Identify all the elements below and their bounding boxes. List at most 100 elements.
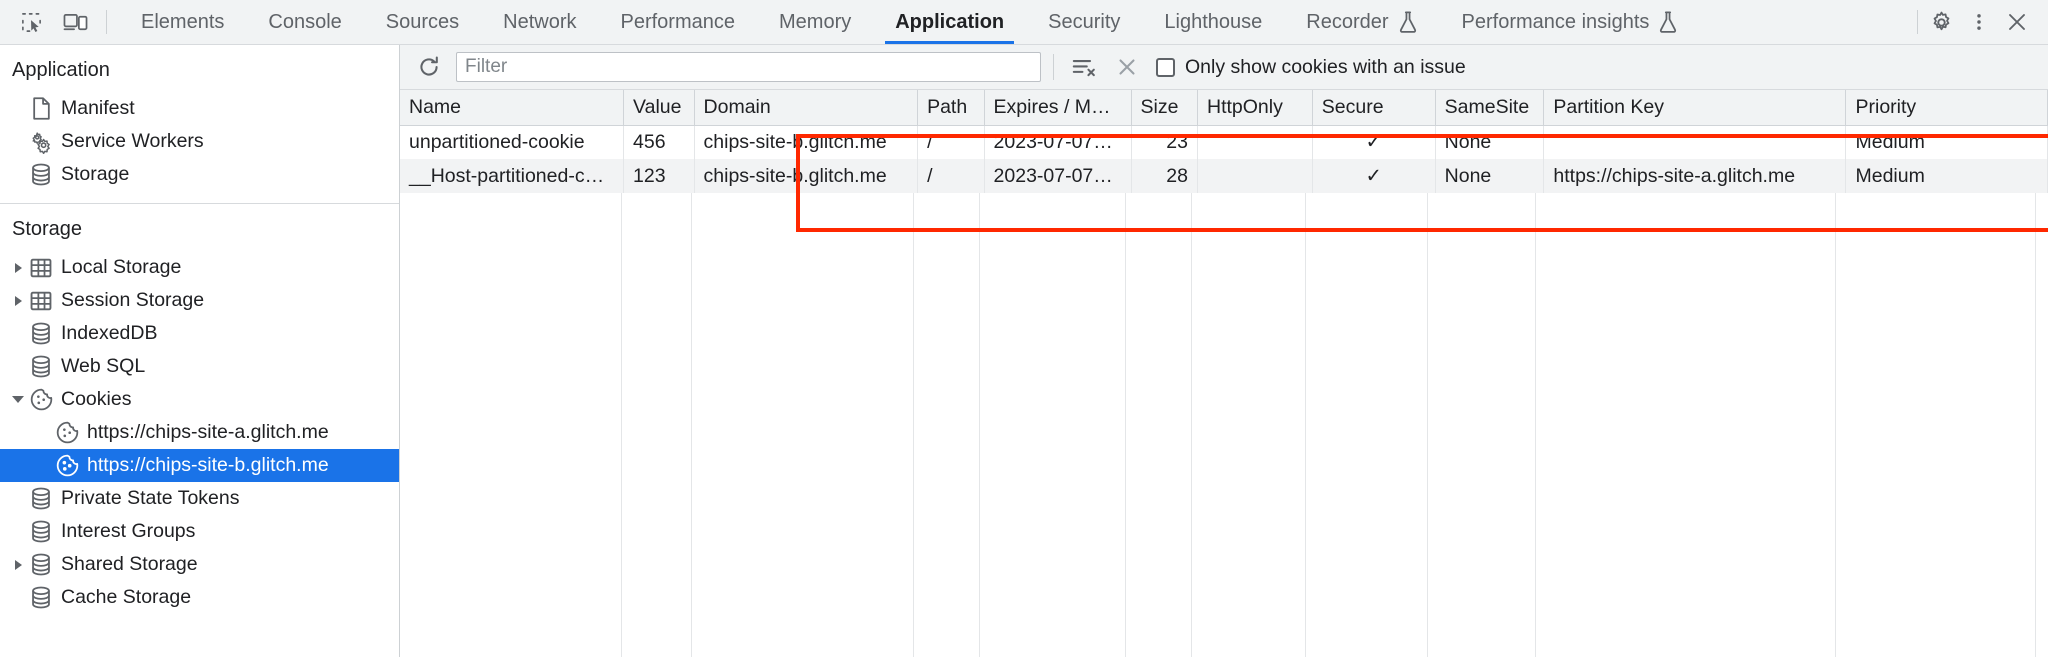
column-header-samesite[interactable]: SameSite — [1435, 90, 1545, 126]
sidebar-item-label: Service Workers — [61, 130, 204, 152]
table-icon — [28, 257, 54, 279]
sidebar-item-session-storage[interactable]: Session Storage — [0, 284, 399, 317]
sidebar-item-https-chips-site-b-glitch-me[interactable]: https://chips-site-b.glitch.me — [0, 449, 399, 482]
clear-all-cookies-icon[interactable] — [1110, 50, 1144, 84]
sidebar-item-label: Cache Storage — [61, 586, 192, 608]
tab-lighthouse[interactable]: Lighthouse — [1142, 0, 1284, 44]
inspect-element-icon[interactable] — [14, 5, 48, 39]
cell-path: / — [917, 125, 985, 159]
chevron-down-icon[interactable] — [8, 396, 28, 403]
only-issues-checkbox[interactable] — [1156, 57, 1175, 77]
sidebar-item-manifest[interactable]: Manifest — [0, 92, 399, 125]
cell-secure: ✓ — [1312, 159, 1436, 193]
cookies-panel: Only show cookies with an issue Name Valu… — [400, 45, 2048, 657]
tab-label: Application — [895, 10, 1005, 33]
sidebar-item-interest-groups[interactable]: Interest Groups — [0, 515, 399, 548]
chevron-right-icon[interactable] — [8, 559, 28, 570]
sidebar-item-label: Session Storage — [61, 289, 205, 311]
grid-column-guide — [692, 193, 914, 657]
tab-sources[interactable]: Sources — [364, 0, 481, 44]
cell-partition-key — [1543, 125, 1847, 159]
toolbar-left-icons — [0, 0, 100, 44]
column-header-httponly[interactable]: HttpOnly — [1197, 90, 1313, 126]
tab-performance[interactable]: Performance — [599, 0, 758, 44]
filterbar-divider — [1053, 54, 1054, 80]
cell-priority: Medium — [1845, 125, 2048, 159]
sidebar-item-indexeddb[interactable]: IndexedDB — [0, 317, 399, 350]
database-icon — [28, 487, 54, 510]
sidebar-section-title: Storage — [12, 218, 83, 240]
column-header-expires-m[interactable]: Expires / M… — [984, 90, 1132, 126]
tab-recorder[interactable]: Recorder — [1284, 0, 1439, 44]
tab-label: Performance insights — [1461, 10, 1650, 33]
cell-expires: 2023-07-07… — [984, 125, 1132, 159]
column-header-value[interactable]: Value — [623, 90, 695, 126]
tab-label: Recorder — [1306, 10, 1389, 33]
tab-elements[interactable]: Elements — [119, 0, 246, 44]
column-header-priority[interactable]: Priority — [1845, 90, 2048, 126]
tab-application[interactable]: Application — [873, 0, 1026, 44]
gear-icon[interactable] — [1924, 5, 1958, 39]
experiment-flask-icon — [1658, 11, 1678, 33]
table-icon — [28, 290, 54, 312]
kebab-menu-icon[interactable] — [1962, 5, 1996, 39]
grid-column-guide — [1428, 193, 1536, 657]
sidebar-item-shared-storage[interactable]: Shared Storage — [0, 548, 399, 581]
tab-label: Network — [503, 10, 577, 33]
sidebar-item-private-state-tokens[interactable]: Private State Tokens — [0, 482, 399, 515]
close-icon[interactable] — [2000, 5, 2034, 39]
grid-column-guide — [1192, 193, 1306, 657]
sidebar-item-web-sql[interactable]: Web SQL — [0, 350, 399, 383]
cell-size: 28 — [1131, 159, 1199, 193]
sidebar-item-cache-storage[interactable]: Cache Storage — [0, 581, 399, 614]
cell-value: 123 — [623, 159, 695, 193]
only-issues-checkbox-row[interactable]: Only show cookies with an issue — [1156, 56, 1466, 79]
column-header-label: SameSite — [1444, 95, 1530, 118]
cell-samesite: None — [1435, 159, 1545, 193]
tab-label: Sources — [385, 10, 460, 33]
refresh-icon[interactable] — [412, 50, 446, 84]
sidebar-item-local-storage[interactable]: Local Storage — [0, 251, 399, 284]
empty-grid-columns — [400, 193, 2048, 657]
sidebar-item-storage[interactable]: Storage — [0, 158, 399, 191]
sidebar-item-label: Interest Groups — [61, 520, 196, 542]
clear-filtered-cookies-icon[interactable] — [1066, 50, 1100, 84]
tab-console[interactable]: Console — [246, 0, 363, 44]
chevron-right-icon[interactable] — [8, 295, 28, 306]
column-header-name[interactable]: Name — [400, 90, 625, 126]
column-header-label: Name — [409, 95, 462, 118]
sidebar-item-label: Cookies — [61, 388, 132, 410]
database-icon — [28, 520, 54, 543]
tab-network[interactable]: Network — [481, 0, 598, 44]
grid-column-guide — [622, 193, 692, 657]
column-header-size[interactable]: Size — [1131, 90, 1199, 126]
chevron-right-icon[interactable] — [8, 262, 28, 273]
device-toolbar-icon[interactable] — [58, 5, 92, 39]
sidebar-item-label: Web SQL — [61, 355, 146, 377]
sidebar-item-label: IndexedDB — [61, 322, 158, 344]
tab-performance-insights[interactable]: Performance insights — [1440, 0, 1701, 44]
column-header-path[interactable]: Path — [917, 90, 985, 126]
tab-memory[interactable]: Memory — [757, 0, 873, 44]
database-icon — [28, 586, 54, 609]
column-header-domain[interactable]: Domain — [694, 90, 919, 126]
sidebar-item-cookies[interactable]: Cookies — [0, 383, 399, 416]
sidebar-item-https-chips-site-a-glitch-me[interactable]: https://chips-site-a.glitch.me — [0, 416, 399, 449]
column-header-partition-key[interactable]: Partition Key — [1543, 90, 1847, 126]
cell-name: unpartitioned-cookie — [400, 125, 625, 159]
filter-input[interactable] — [456, 52, 1041, 82]
cell-domain: chips-site-b.glitch.me — [694, 159, 919, 193]
column-header-secure[interactable]: Secure — [1312, 90, 1436, 126]
column-header-label: Domain — [703, 95, 771, 118]
tab-security[interactable]: Security — [1026, 0, 1142, 44]
sidebar-item-service-workers[interactable]: Service Workers — [0, 125, 399, 158]
